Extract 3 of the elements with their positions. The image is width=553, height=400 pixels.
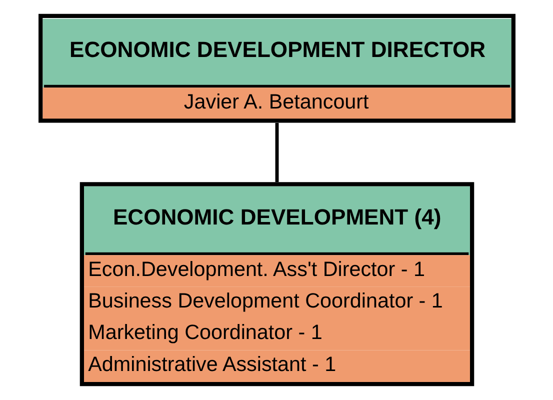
node-box: ECONOMIC DEVELOPMENT (4) Econ.Development. Ass't Director - 1 Business Development Coordinator - 1 Marketing Coordinator - 1 Administrative Assistant - 1 [79,182,474,386]
connector [274,122,278,182]
node-box: ECONOMIC DEVELOPMENT DIRECTOR Javier A. Betancourt [38,14,515,123]
